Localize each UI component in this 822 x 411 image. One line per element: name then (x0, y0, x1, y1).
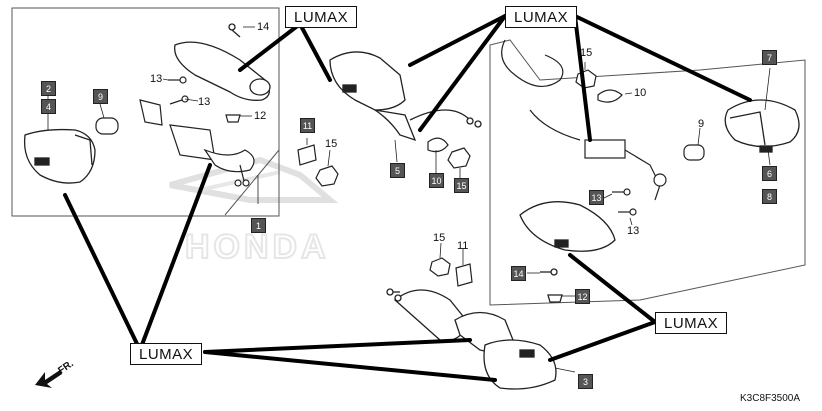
part-num-13-a: 13 (150, 73, 163, 85)
part-num-15-center: 15 (325, 138, 338, 150)
part-box-2: 2 (41, 81, 56, 96)
socket-wire-right (501, 39, 667, 201)
part-box-14-right: 14 (511, 266, 526, 281)
front-lens-right (724, 99, 800, 153)
group-outlines (11, 7, 806, 306)
number-leaders (47, 26, 771, 373)
part-num-15-bottom: 15 (433, 232, 446, 244)
part-box-6: 6 (762, 166, 777, 181)
front-lens-left (23, 128, 96, 184)
bulb-left (95, 117, 119, 135)
part-box-4: 4 (41, 99, 56, 114)
part-box-5: 5 (390, 163, 405, 178)
part-num-15-right: 15 (580, 47, 593, 59)
part-num-13-b: 13 (198, 96, 211, 108)
part-box-3: 3 (578, 374, 593, 389)
part-box-10-center: 10 (429, 173, 444, 188)
turn-signal-center-top (329, 51, 482, 142)
part-box-8: 8 (762, 189, 777, 204)
turn-signal-right-lower (519, 201, 616, 303)
part-num-12-left: 12 (254, 110, 267, 122)
part-box-11-center: 11 (300, 118, 315, 133)
part-box-12-right: 12 (575, 289, 590, 304)
callout-lumax-bottom-left: LUMAX (130, 343, 203, 365)
front-arrow-icon (35, 370, 62, 388)
socket-assembly (139, 99, 255, 187)
small-parts-center (297, 137, 471, 187)
callout-leaders (63, 14, 752, 382)
part-box-13-right: 13 (589, 190, 604, 205)
callout-lumax-top-right: LUMAX (505, 6, 578, 28)
honda-watermark: HONDA (169, 156, 339, 267)
part-num-11-bottom: 11 (457, 240, 469, 252)
callout-lumax-bottom-right: LUMAX (655, 312, 728, 334)
callout-lumax-top-left: LUMAX (285, 6, 358, 28)
part-num-10-right: 10 (634, 87, 647, 99)
part-box-1: 1 (251, 218, 266, 233)
small-parts-bottom (429, 257, 473, 287)
part-num-9-right: 9 (698, 118, 705, 130)
part-box-9-left: 9 (93, 89, 108, 104)
part-num-13-right: 13 (627, 225, 640, 237)
svg-text:HONDA: HONDA (185, 228, 330, 266)
part-box-7: 7 (762, 50, 777, 65)
part-num-14-left: 14 (257, 21, 270, 33)
diagram-code: K3C8F3500A (740, 393, 801, 404)
housing-top-left (174, 23, 271, 101)
screws-left (168, 76, 241, 123)
part-box-15-center: 15 (454, 178, 469, 193)
